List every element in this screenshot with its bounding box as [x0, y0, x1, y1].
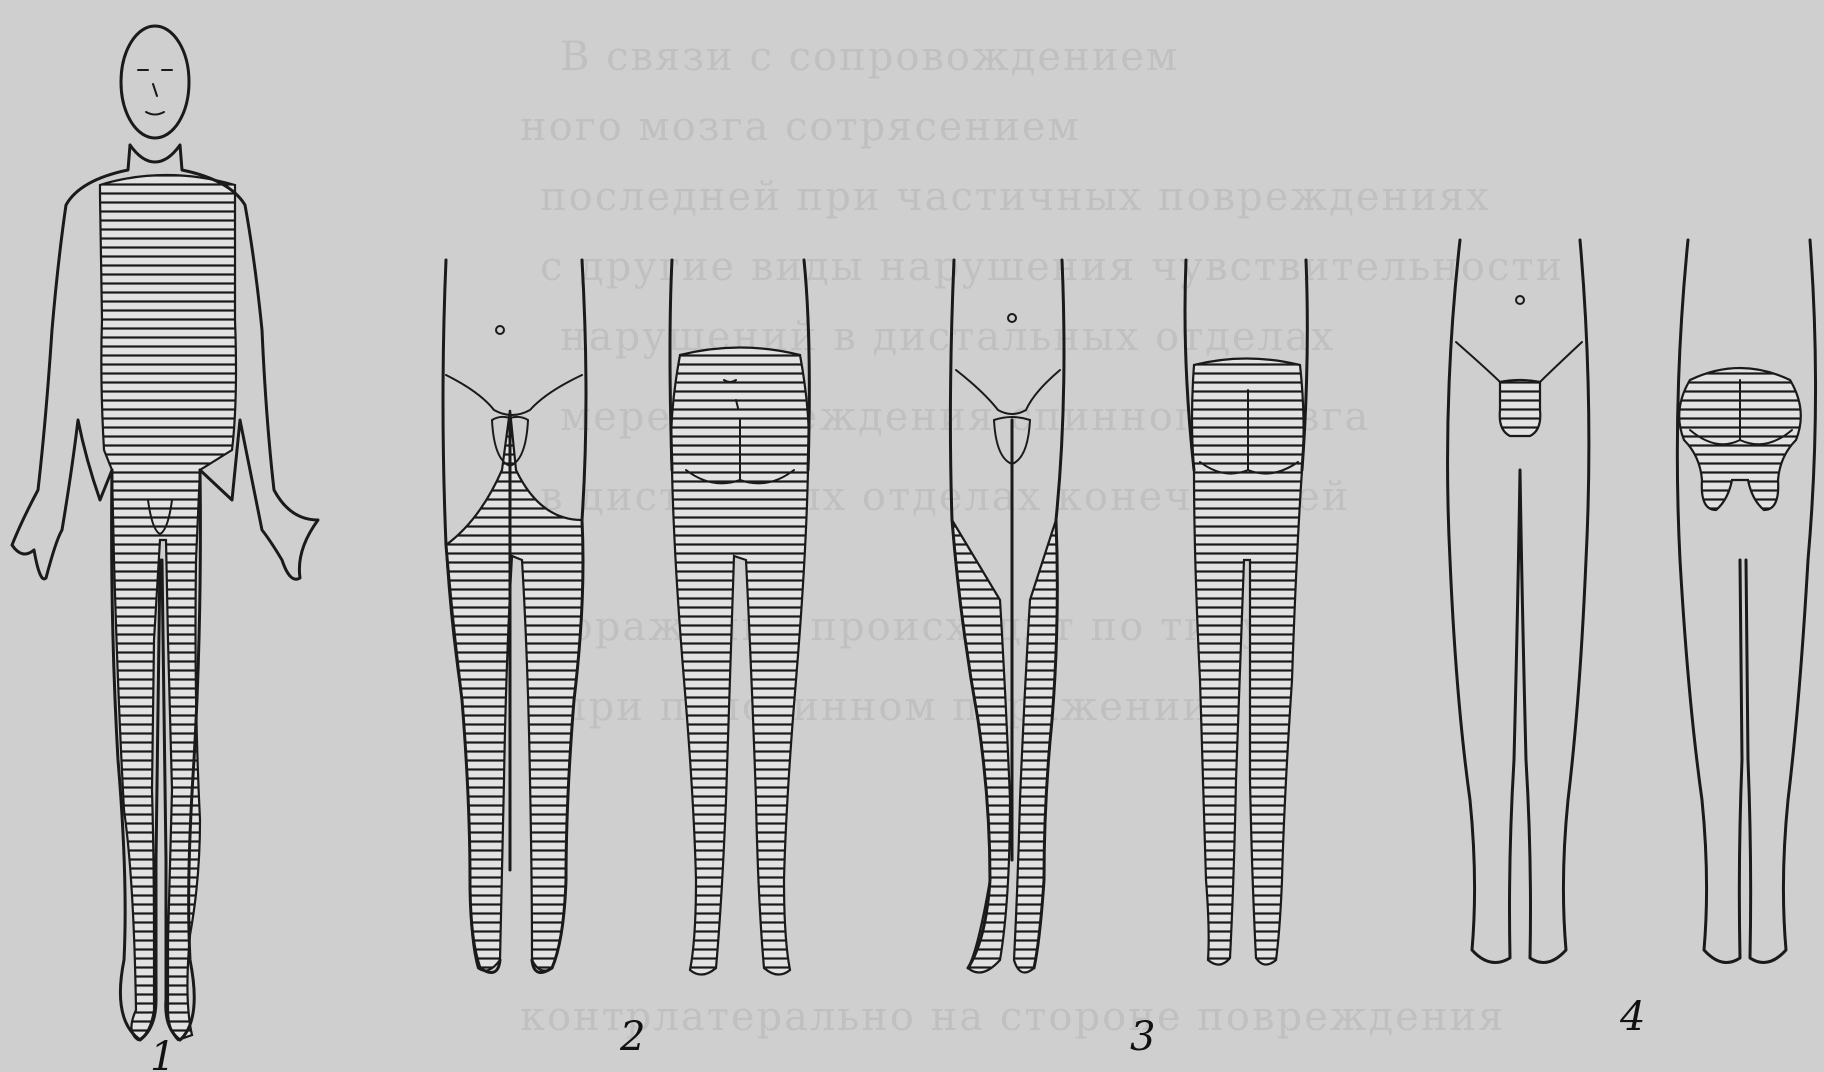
head — [121, 26, 189, 138]
navel — [1516, 296, 1524, 304]
bg-line: контрлатерально на стороне повреждения — [520, 994, 1505, 1040]
figure-3-partial: 3 — [950, 260, 1307, 1060]
bg-line: В связи с сопровождением — [560, 34, 1179, 80]
shaded-region-front-saddle — [1500, 380, 1541, 436]
back-outline — [1677, 240, 1815, 963]
bg-line: с другие виды нарушения чувствительности — [540, 244, 1564, 290]
shaded-region-trunk-legs — [100, 175, 236, 1040]
figure-1-full-body: 1 — [12, 26, 318, 1072]
groin-line-front — [1456, 342, 1582, 382]
figure-2-label: 2 — [619, 1014, 645, 1060]
figure-3-label: 3 — [1130, 1014, 1155, 1060]
figure-1-label: 1 — [150, 1034, 175, 1072]
figure-2-lower-body: 2 — [443, 260, 809, 1060]
figure-4-label: 4 — [1619, 994, 1645, 1040]
bg-line: последней при частичных повреждениях — [540, 174, 1491, 220]
bg-line: нарушений в дистальных отделах — [560, 314, 1335, 360]
face-features — [138, 70, 172, 115]
navel — [496, 326, 504, 334]
figure-4-saddle: 4 — [1448, 240, 1816, 1040]
bg-line: ного мозга сотрясением — [520, 104, 1081, 150]
bg-line: при половинном поражении — [560, 684, 1211, 730]
front-outline — [1448, 240, 1589, 963]
bg-line: поражение происходит по типу — [540, 604, 1267, 650]
